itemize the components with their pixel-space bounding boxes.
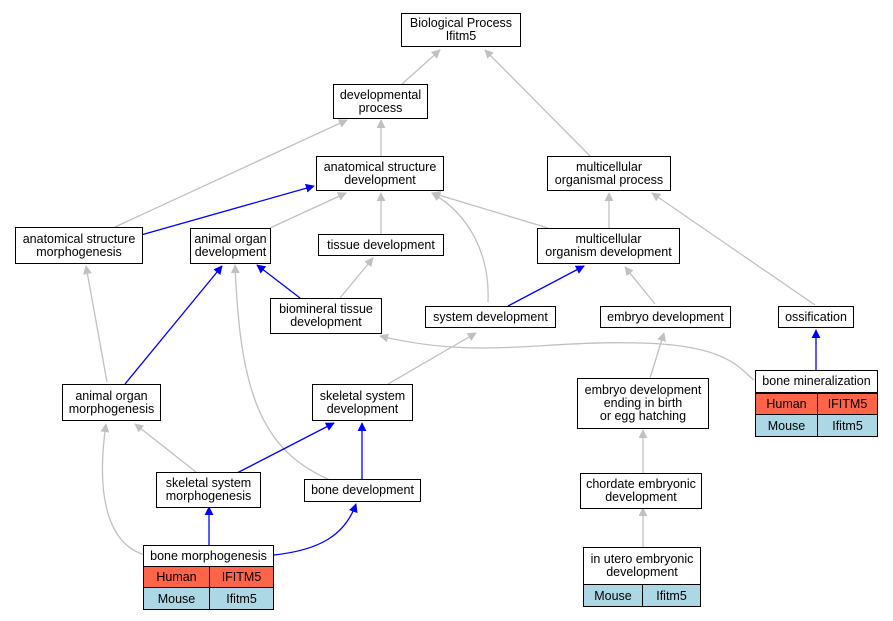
- node-multicellular-organismal-process[interactable]: multicellular organismal process: [547, 156, 671, 191]
- node-system-development[interactable]: system development: [425, 306, 556, 328]
- human-gene-cell[interactable]: IFITM5: [817, 393, 878, 415]
- edge-ssd-sysdev: [387, 332, 477, 385]
- node-tissue-development[interactable]: tissue development: [318, 234, 444, 256]
- edge-bonemorph-bonedev: [273, 503, 358, 556]
- edge-devprocess-bp: [401, 49, 441, 85]
- mouse-species-cell: Mouse: [583, 584, 643, 607]
- edge-bonemorph-aom: [100, 423, 146, 556]
- edge-sysdev-asd: [431, 192, 489, 303]
- edge-asm-devprocess: [114, 119, 348, 228]
- node-bone-development[interactable]: bone development: [304, 479, 421, 502]
- mouse-gene-cell[interactable]: Ifitm5: [209, 587, 274, 610]
- edge-ssm-aom: [134, 423, 197, 473]
- edge-ssm-ssd: [236, 422, 335, 474]
- mouse-species-cell: Mouse: [755, 414, 818, 437]
- node-animal-organ-morphogenesis[interactable]: animal organ morphogenesis: [62, 384, 161, 421]
- edge-aom-aod: [124, 265, 223, 385]
- edge-ossif-mop: [651, 192, 816, 306]
- mouse-species-cell: Mouse: [143, 587, 210, 610]
- edge-embryo-mod: [624, 266, 656, 305]
- edge-mop-bp: [484, 49, 591, 157]
- node-anatomical-structure-morphogenesis[interactable]: anatomical structure morphogenesis: [15, 227, 143, 264]
- edge-aom-asm: [83, 265, 108, 383]
- node-animal-organ-development[interactable]: animal organ development: [190, 228, 271, 264]
- node-chordate-embryonic-development[interactable]: chordate embryonic development: [580, 473, 702, 509]
- node-embryo-development[interactable]: embryo development: [600, 306, 731, 328]
- human-species-cell: Human: [755, 393, 818, 415]
- mouse-gene-cell[interactable]: Ifitm5: [817, 414, 878, 437]
- edge-bonedev-aod: [230, 264, 331, 481]
- edge-bonemin-btd: [379, 333, 755, 381]
- node-biomineral-tissue-development[interactable]: biomineral tissue development: [270, 298, 382, 334]
- node-bone-morphogenesis[interactable]: bone morphogenesis: [143, 545, 274, 567]
- node-developmental-process[interactable]: developmental process: [333, 84, 428, 119]
- node-multicellular-organism-development[interactable]: multicellular organism development: [537, 228, 680, 264]
- edge-btd-aod: [256, 264, 301, 299]
- node-anatomical-structure-development[interactable]: anatomical structure development: [316, 156, 444, 191]
- node-ossification[interactable]: ossification: [778, 306, 854, 328]
- human-species-cell: Human: [143, 566, 210, 588]
- edge-aod-asd: [269, 192, 347, 229]
- edge-asm-asd: [140, 183, 315, 236]
- node-skeletal-system-morphogenesis[interactable]: skeletal system morphogenesis: [156, 472, 261, 508]
- human-gene-cell[interactable]: IFITM5: [209, 566, 274, 588]
- edge-mod-asd: [431, 191, 549, 229]
- node-skeletal-system-development[interactable]: skeletal system development: [312, 384, 413, 421]
- node-in-utero-embryonic-development[interactable]: in utero embryonic development: [583, 547, 701, 585]
- node-bone-mineralization[interactable]: bone mineralization: [755, 370, 878, 393]
- edge-edebe-embryo: [649, 332, 666, 379]
- node-embryo-development-ending-in-birth[interactable]: embryo development ending in birth or eg…: [577, 378, 709, 429]
- node-biological-process[interactable]: Biological Process Ifitm5: [401, 13, 521, 47]
- edge-btd-tissue: [339, 257, 374, 299]
- edge-sysdev-mod: [507, 265, 585, 307]
- mouse-gene-cell[interactable]: Ifitm5: [642, 584, 701, 607]
